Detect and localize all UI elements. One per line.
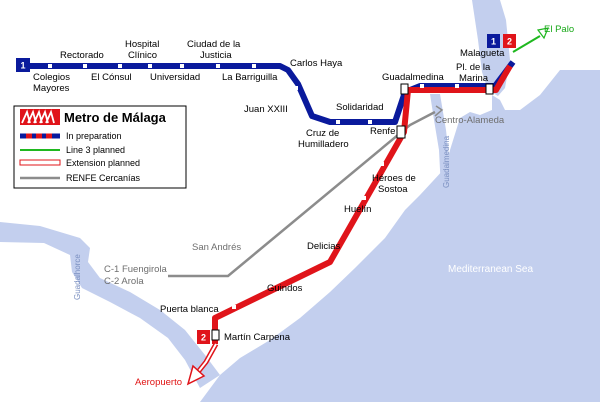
station-martin-carpena: Martín Carpena (224, 332, 291, 343)
station-guadalmedina-marker (400, 83, 409, 95)
station-humilladero: Humilladero (298, 139, 349, 150)
legend-item-in-preparation: In preparation (20, 131, 122, 141)
el-palo-arrow-icon (536, 27, 549, 40)
svg-text:1: 1 (491, 37, 496, 47)
station-markers (48, 64, 459, 309)
station-puerta-blanca: Puerta blanca (160, 304, 219, 315)
legend-title: Metro de Málaga (64, 110, 167, 125)
station-clinico: Clínico (128, 50, 157, 61)
station-martin-carpena-marker (211, 329, 220, 341)
station-renfe-marker (396, 125, 406, 139)
station-marina: Marina (459, 73, 489, 84)
legend-item-renfe: RENFE Cercanías (20, 173, 141, 183)
station-mayores: Mayores (33, 83, 70, 94)
station-renfe: Renfe (370, 126, 395, 137)
svg-text:1: 1 (20, 61, 25, 71)
legend-item-line3: Line 3 planned (20, 145, 125, 155)
station-cruz-de: Cruz de (306, 128, 339, 139)
station-juan-xxiii: Juan XXIII (244, 104, 288, 115)
label-aeropuerto: Aeropuerto (135, 377, 182, 388)
label-guadalmedina-river: Guadalmedina (442, 135, 451, 188)
station-rectorado: Rectorado (60, 50, 104, 61)
line3-planned-to-el-palo (512, 35, 541, 53)
station-carlos-haya: Carlos Haya (290, 58, 343, 69)
renfe-lines (168, 110, 436, 278)
svg-text:2: 2 (507, 37, 512, 47)
line1-badge-east: 1 (487, 34, 500, 48)
metro-logo-icon (20, 109, 60, 125)
station-la-barriguilla: La Barriguilla (222, 72, 278, 83)
label-guadalhorce: Guadalhorce (73, 254, 82, 300)
line1-badge-west: 1 (16, 58, 30, 72)
aeropuerto-extension (186, 342, 219, 386)
svg-text:Extension planned: Extension planned (66, 158, 140, 168)
renfe-line (205, 110, 436, 278)
station-marina-marker (485, 83, 494, 95)
station-delicias: Delicias (307, 241, 341, 252)
station-sostoa: Sostoa (378, 184, 408, 195)
station-solidaridad: Solidaridad (336, 102, 384, 113)
legend: Metro de Málaga In preparation Line 3 pl… (13, 105, 187, 189)
station-heroes-de: Héroes de (372, 173, 416, 184)
station-malagueta: Malagueta (460, 48, 505, 59)
line2-badge-east: 2 (503, 34, 516, 48)
guadalmedina-river (430, 94, 450, 190)
extension-arrow-icon (186, 364, 206, 386)
label-san-andres: San Andrés (192, 242, 241, 253)
label-centro-alameda: Centro-Alameda (435, 115, 505, 126)
renfe-arrow-icon (434, 105, 444, 117)
label-el-palo: El Palo (544, 24, 574, 35)
line1-track (26, 60, 516, 125)
station-hospital: Hospital (125, 39, 159, 50)
svg-text:In preparation: In preparation (66, 131, 122, 141)
station-pl-de-la: Pl. de la (456, 62, 491, 73)
line2-badge-south: 2 (197, 330, 210, 344)
label-c1: C-1 Fuengirola (104, 264, 168, 275)
station-guadalmedina: Guadalmedina (382, 72, 445, 83)
label-mediterranean-sea: Mediterranean Sea (448, 264, 533, 275)
mediterranean-sea (200, 70, 600, 402)
svg-text:2: 2 (201, 333, 206, 343)
legend-item-extension: Extension planned (19, 158, 140, 168)
station-universidad: Universidad (150, 72, 200, 83)
svg-text:RENFE Cercanías: RENFE Cercanías (66, 173, 141, 183)
station-justicia: Justicia (200, 50, 232, 61)
label-c2: C-2 Arola (104, 276, 144, 287)
station-colegios: Colegios (33, 72, 70, 83)
station-guindos: Guindos (267, 283, 303, 294)
station-labels: Colegios Mayores Rectorado El Cónsul Hos… (33, 39, 505, 343)
svg-text:Line 3 planned: Line 3 planned (66, 145, 125, 155)
station-huelin: Huelín (344, 204, 371, 215)
station-el-consul: El Cónsul (91, 72, 132, 83)
station-ciudad-de-la: Ciudad de la (187, 39, 241, 50)
